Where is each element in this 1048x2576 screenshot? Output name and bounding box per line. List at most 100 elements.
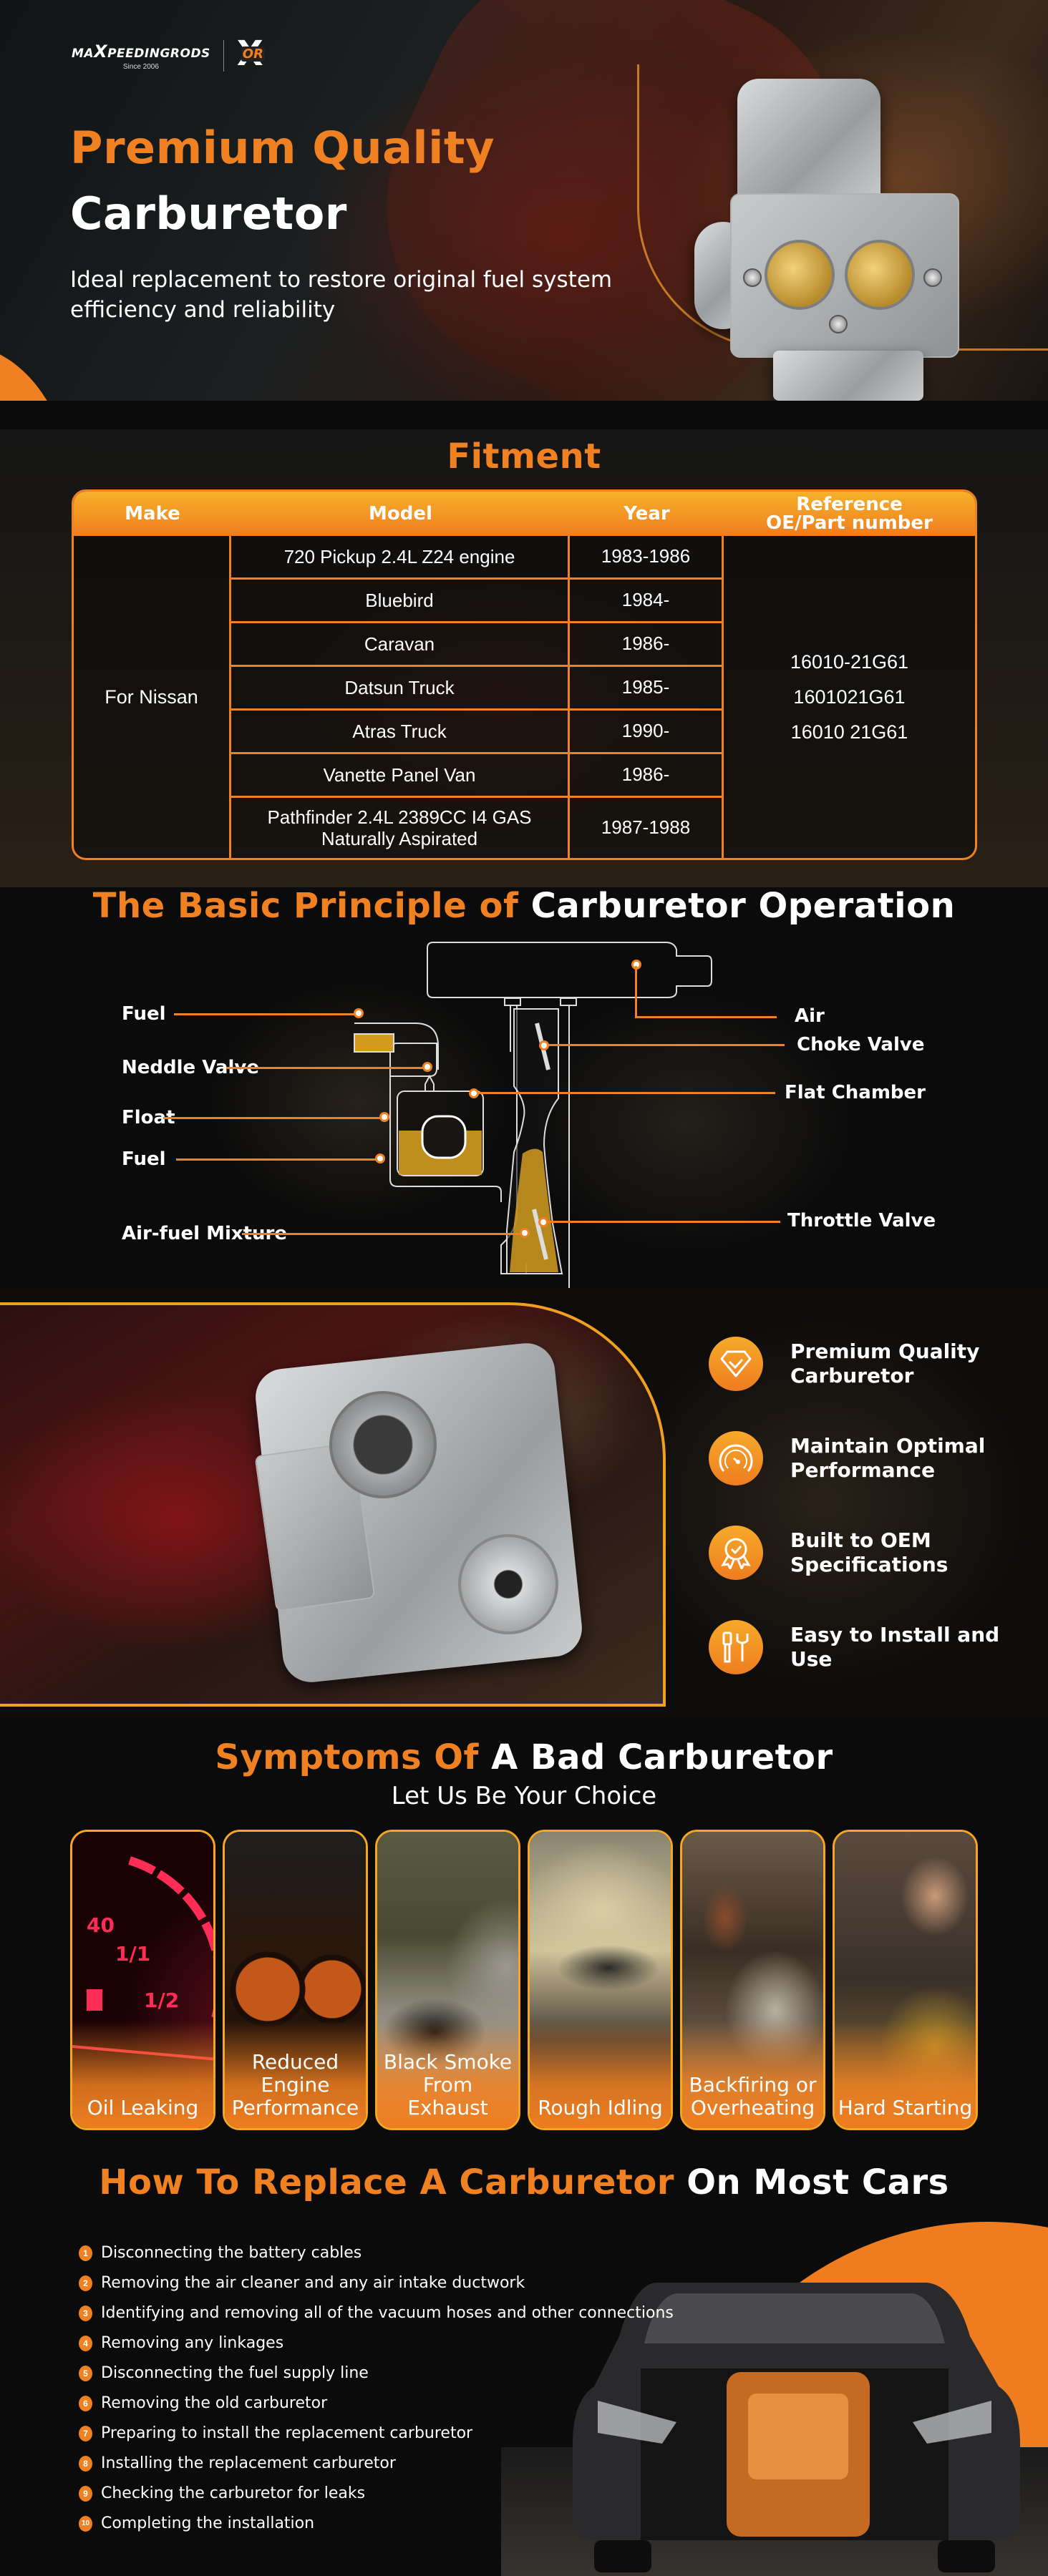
model-cell: 720 Pickup 2.4L Z24 engine — [231, 536, 570, 577]
maxpeedingrods-logo: MAXPEEDINGRODS Since 2006 — [72, 42, 210, 71]
logo-divider — [223, 40, 224, 72]
fitment-table: Make Model Year Reference OE/Part number… — [72, 489, 977, 860]
year-cell: 1986- — [570, 753, 724, 796]
label-choke-valve: Choke Valve — [797, 1034, 925, 1055]
table-row: Pathfinder 2.4L 2389CC I4 GAS Naturally … — [231, 797, 724, 858]
pointer-dot — [469, 1088, 479, 1098]
principle-title: The Basic Principle of Carburetor Operat… — [92, 886, 956, 926]
hero-title-line2: Carburetor — [70, 187, 347, 240]
pointer-dot — [375, 1153, 385, 1163]
symptom-label: Black Smoke From Exhaust — [383, 2050, 513, 2119]
year-cell: 1987-1988 — [570, 797, 724, 858]
step-text: Removing the air cleaner and any air int… — [101, 2274, 525, 2292]
step-number-badge: 2 — [79, 2275, 92, 2291]
feature-item: Easy to Install and Use — [709, 1600, 1024, 1694]
features-section: Premium Quality Carburetor Maintain Opti… — [0, 1288, 1048, 1717]
label-throttle-valve: Throttle Valve — [787, 1210, 936, 1231]
step-number-badge: 6 — [79, 2395, 92, 2411]
pointer-dot — [539, 1040, 549, 1050]
part-number: 1601021G61 — [793, 686, 906, 708]
model-cell: Bluebird — [231, 579, 570, 621]
step-number-badge: 4 — [79, 2335, 92, 2351]
step-number-badge: 9 — [79, 2485, 92, 2502]
step-text: Installing the replacement carburetor — [101, 2454, 396, 2472]
leader-line — [548, 1221, 780, 1223]
step-text: Removing the old carburetor — [101, 2394, 328, 2412]
pointer-dot — [354, 1008, 364, 1018]
feature-item: Premium Quality Carburetor — [709, 1317, 1024, 1411]
step-text: Disconnecting the battery cables — [101, 2244, 362, 2262]
feature-label: Premium Quality Carburetor — [790, 1340, 980, 1387]
step-number-badge: 7 — [79, 2425, 92, 2441]
tools-icon — [709, 1620, 763, 1674]
label-air: Air — [795, 1005, 825, 1027]
symptom-card-backfiring: Backfiring or Overheating — [680, 1830, 825, 2130]
leader-line — [176, 1158, 378, 1161]
leader-line — [478, 1092, 775, 1094]
symptom-label: Backfiring or Overheating — [689, 2073, 817, 2119]
make-cell: For Nissan — [74, 536, 231, 858]
pointer-dot — [379, 1112, 389, 1122]
feature-list: Premium Quality Carburetor Maintain Opti… — [709, 1317, 1024, 1694]
xor-badge-icon: X OR — [237, 36, 265, 71]
hero-orange-shape — [0, 343, 72, 401]
symptom-card-hard-starting: Hard Starting — [833, 1830, 978, 2130]
pointer-dot — [422, 1062, 432, 1072]
model-cell: Pathfinder 2.4L 2389CC I4 GAS Naturally … — [231, 797, 570, 858]
leader-line — [635, 1016, 777, 1018]
model-cell: Caravan — [231, 623, 570, 665]
step-item: 3 Identifying and removing all of the vac… — [79, 2304, 674, 2322]
leader-line — [242, 1233, 523, 1235]
carburetor-diagram: Fuel Neddle Valve Float Fuel Air-fuel Mi… — [0, 887, 1048, 1288]
symptom-label: Oil Leaking — [87, 2096, 199, 2119]
step-number-badge: 10 — [79, 2515, 92, 2532]
principle-section: The Basic Principle of Carburetor Operat… — [0, 886, 1048, 1288]
header-year: Year — [624, 503, 670, 525]
step-text: Identifying and removing all of the vacu… — [101, 2304, 674, 2322]
step-number-badge: 3 — [79, 2305, 92, 2321]
symptoms-title: Symptoms Of A Bad Carburetor — [215, 1737, 833, 1777]
year-cell: 1990- — [570, 710, 724, 752]
year-cell: 1983-1986 — [570, 536, 724, 577]
replace-title: How To Replace A Carburetor On Most Cars — [99, 2162, 949, 2202]
symptom-card-reduced-performance: Reduced Engine Performance — [223, 1830, 368, 2130]
step-number-badge: 1 — [79, 2245, 92, 2261]
part-number: 16010-21G61 — [790, 650, 909, 673]
award-ribbon-icon — [709, 1526, 763, 1580]
year-cell: 1986- — [570, 623, 724, 665]
part-number: 16010 21G61 — [790, 721, 908, 743]
step-text: Preparing to install the replacement car… — [101, 2424, 473, 2442]
fitment-section: Fitment Make Model Year Reference OE/Par… — [0, 429, 1048, 887]
symptoms-section: Symptoms Of A Bad Carburetor Let Us Be Y… — [0, 1717, 1048, 2147]
leader-line — [226, 1067, 425, 1069]
header-make: Make — [125, 503, 180, 525]
fitment-title: Fitment — [447, 436, 601, 477]
svg-text:1/1: 1/1 — [115, 1942, 150, 1966]
step-text: Disconnecting the fuel supply line — [101, 2364, 369, 2382]
part-number-cell: 16010-21G61 1601021G61 16010 21G61 — [724, 536, 975, 858]
step-text: Removing any linkages — [101, 2334, 284, 2352]
header-reference: Reference OE/Part number — [766, 494, 933, 534]
step-number-badge: 8 — [79, 2455, 92, 2472]
feature-label: Built to OEM Specifications — [790, 1528, 948, 1576]
brand-logo[interactable]: MAXPEEDINGRODS Since 2006 X OR — [72, 36, 270, 72]
logo-wordmark: MAXPEEDINGRODS — [72, 41, 210, 62]
pointer-dot — [520, 1228, 530, 1238]
feature-label: Maintain Optimal Performance — [790, 1434, 986, 1482]
leader-line — [548, 1044, 785, 1046]
hero-section: MAXPEEDINGRODS Since 2006 X OR Premium Q… — [0, 0, 1048, 401]
symptom-label: Hard Starting — [838, 2096, 973, 2119]
step-item: 6 Removing the old carburetor — [79, 2394, 327, 2412]
step-item: 4 Removing any linkages — [79, 2334, 283, 2352]
symptom-card-black-smoke: Black Smoke From Exhaust — [375, 1830, 520, 2130]
